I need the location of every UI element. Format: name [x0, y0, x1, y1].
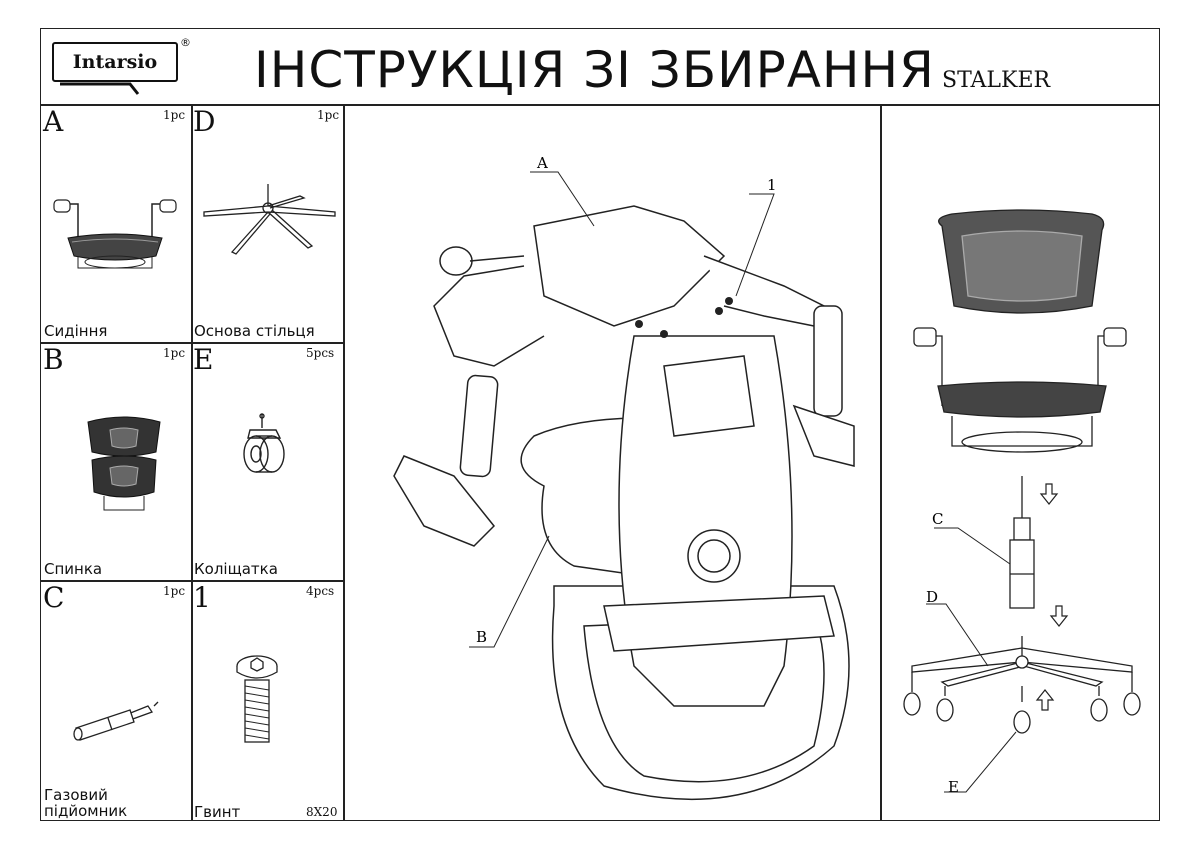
screw-illustration [236, 655, 278, 743]
part-b-name: Спинка [44, 560, 103, 578]
header-divider [40, 104, 1160, 106]
part-e-letter: E [193, 343, 214, 376]
step1-assembly-diagram: A 1 B [393, 154, 855, 801]
brand-logo: Intarsio [52, 42, 178, 82]
step2-label-d: D [926, 588, 938, 606]
part-a-letter: A [43, 105, 64, 138]
parts-row-divider-1 [40, 342, 344, 344]
step1-label-b: B [476, 628, 487, 646]
part-d-qty: 1pc [317, 108, 340, 122]
parts-col-divider [191, 104, 193, 821]
part-b-qty: 1pc [163, 346, 186, 360]
brand-name: Intarsio [72, 51, 158, 73]
part-d-name: Основа стільця [194, 322, 315, 340]
part-c-qty: 1pc [163, 584, 186, 598]
part-1-name: Гвинт [194, 803, 241, 821]
step1-label-a: A [536, 154, 548, 172]
caster-illustration [243, 413, 285, 473]
step2-label-c: C [932, 510, 943, 528]
part-e-name: Коліщатка [194, 560, 278, 578]
registered-mark: ® [180, 36, 191, 49]
parts-panel-divider [343, 104, 345, 821]
model-name: STALKER [942, 68, 1051, 93]
step2-label-e: E [948, 778, 959, 796]
backrest-illustration [87, 416, 161, 511]
part-c-letter: C [43, 581, 65, 614]
step1-label-1: 1 [767, 176, 777, 194]
page-title: ІНСТРУКЦІЯ ЗІ ЗБИРАННЯ [254, 41, 935, 99]
step2-assembly-diagram: C D E [903, 209, 1141, 796]
gas-lift-illustration [73, 701, 159, 741]
part-d-letter: D [193, 105, 216, 138]
part-1-size: 8X20 [306, 805, 338, 819]
logo-underline-graphic [60, 82, 140, 95]
sheet-frame [40, 28, 1160, 821]
part-b-letter: B [43, 343, 64, 376]
seat-illustration [53, 199, 177, 269]
part-e-qty: 5pcs [306, 346, 335, 360]
base-illustration [203, 184, 336, 255]
part-c-name: Газовий підйомник [44, 786, 128, 820]
part-a-name: Сидіння [44, 322, 108, 340]
step-panel-divider [880, 104, 882, 821]
part-1-letter: 1 [193, 581, 211, 614]
part-a-qty: 1pc [163, 108, 186, 122]
parts-row-divider-2 [40, 580, 344, 582]
part-1-qty: 4pcs [306, 584, 335, 598]
